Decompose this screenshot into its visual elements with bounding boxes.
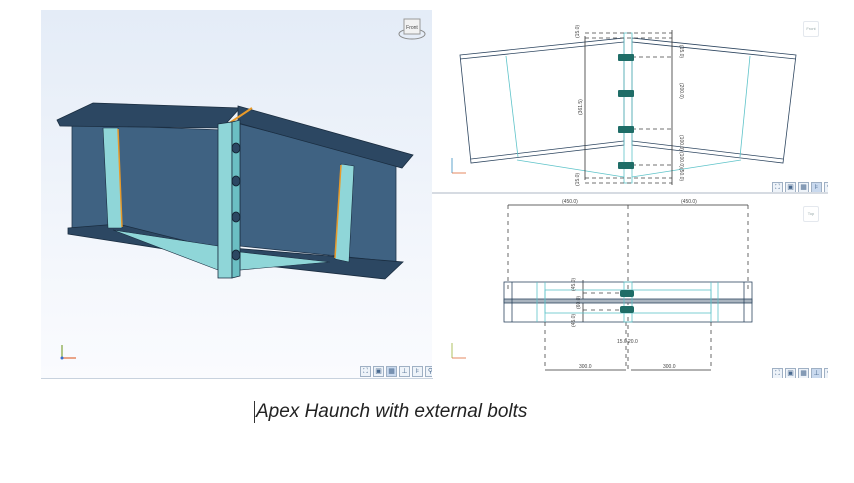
fit-icon[interactable]: ⛶ <box>360 366 371 377</box>
plan-toolbar: ⛶ ▣ ▦ ⊥ ⚲ <box>772 368 828 378</box>
bolts <box>620 290 634 313</box>
svg-text:15.0: 15.0 <box>617 339 627 345</box>
svg-text:(45.0): (45.0) <box>571 314 577 327</box>
render-icon[interactable]: ▦ <box>798 182 809 192</box>
plan-drawing: (450.0) (450.0) 300.0 300.0 15.0 20.0 (4… <box>451 199 753 371</box>
svg-text:(15.0): (15.0) <box>678 45 684 58</box>
view-3d-icon[interactable]: ▣ <box>785 182 796 192</box>
caption-text-field[interactable]: Apex Haunch with external bolts <box>254 401 528 423</box>
view-label-top[interactable]: Top <box>803 206 819 222</box>
axis-icon[interactable]: ⊥ <box>399 366 410 377</box>
left-haunch-outline <box>516 159 625 178</box>
navigation-cube-icon: Front <box>398 18 426 40</box>
axis-icon[interactable]: ⊥ <box>811 368 822 378</box>
top-view-viewport[interactable]: (450.0) (450.0) 300.0 300.0 15.0 20.0 (4… <box>432 194 828 378</box>
bolts <box>618 54 634 169</box>
front-toolbar: ⛶ ▣ ▦ ⊧ ⚲ <box>772 182 828 192</box>
fit-icon[interactable]: ⛶ <box>772 182 783 192</box>
zoom-icon[interactable]: ⚲ <box>824 368 828 378</box>
view-3d-icon[interactable]: ▣ <box>373 366 384 377</box>
zoom-icon[interactable]: ⚲ <box>824 182 828 192</box>
svg-text:(60.0): (60.0) <box>576 296 582 309</box>
dim-left-total: (361.5) <box>578 99 584 115</box>
right-haunch-outline <box>631 159 742 178</box>
front-view-viewport[interactable]: (361.5) (15.0) (15.0) (15.0) (200.0) (10… <box>432 10 828 194</box>
svg-text:300.0: 300.0 <box>579 364 592 370</box>
axis-icon <box>451 343 466 359</box>
bolts <box>231 142 241 261</box>
section-icon[interactable]: ⊧ <box>811 182 822 192</box>
svg-text:(50.0): (50.0) <box>678 168 684 181</box>
axis-icon <box>451 158 466 174</box>
fit-icon[interactable]: ⛶ <box>772 368 783 378</box>
front-elevation-drawing: (361.5) (15.0) (15.0) (15.0) (200.0) (10… <box>451 25 797 186</box>
axis-icon <box>60 345 76 360</box>
render-icon[interactable]: ▦ <box>386 366 397 377</box>
zoom-icon[interactable]: ⚲ <box>425 366 432 377</box>
view-label-front[interactable]: Front <box>803 21 819 37</box>
view3d-toolbar: ⛶ ▣ ▦ ⊥ ⊧ ⚲ ⌃ <box>360 366 432 377</box>
svg-text:(15.0): (15.0) <box>575 173 581 186</box>
render-icon[interactable]: ▦ <box>798 368 809 378</box>
svg-text:(100.0): (100.0) <box>678 152 684 168</box>
left-stiffener <box>102 127 123 229</box>
svg-text:(15.0): (15.0) <box>575 25 581 38</box>
end-plate <box>217 121 233 279</box>
svg-text:(450.0): (450.0) <box>681 199 697 205</box>
svg-text:Front: Front <box>406 25 418 31</box>
svg-text:(450.0): (450.0) <box>562 199 578 205</box>
svg-text:(45.0): (45.0) <box>571 278 577 291</box>
view-3d-icon[interactable]: ▣ <box>785 368 796 378</box>
left-top-flange <box>56 102 241 129</box>
beam-3d-model: Front <box>56 18 426 360</box>
svg-text:20.0: 20.0 <box>628 339 638 345</box>
3d-viewport[interactable]: Front ⛶ ▣ ▦ ⊥ ⊧ ⚲ ⌃ <box>41 10 433 379</box>
svg-text:(200.0): (200.0) <box>678 83 684 99</box>
svg-text:300.0: 300.0 <box>663 364 676 370</box>
svg-text:(100.0): (100.0) <box>678 135 684 151</box>
section-icon[interactable]: ⊧ <box>412 366 423 377</box>
